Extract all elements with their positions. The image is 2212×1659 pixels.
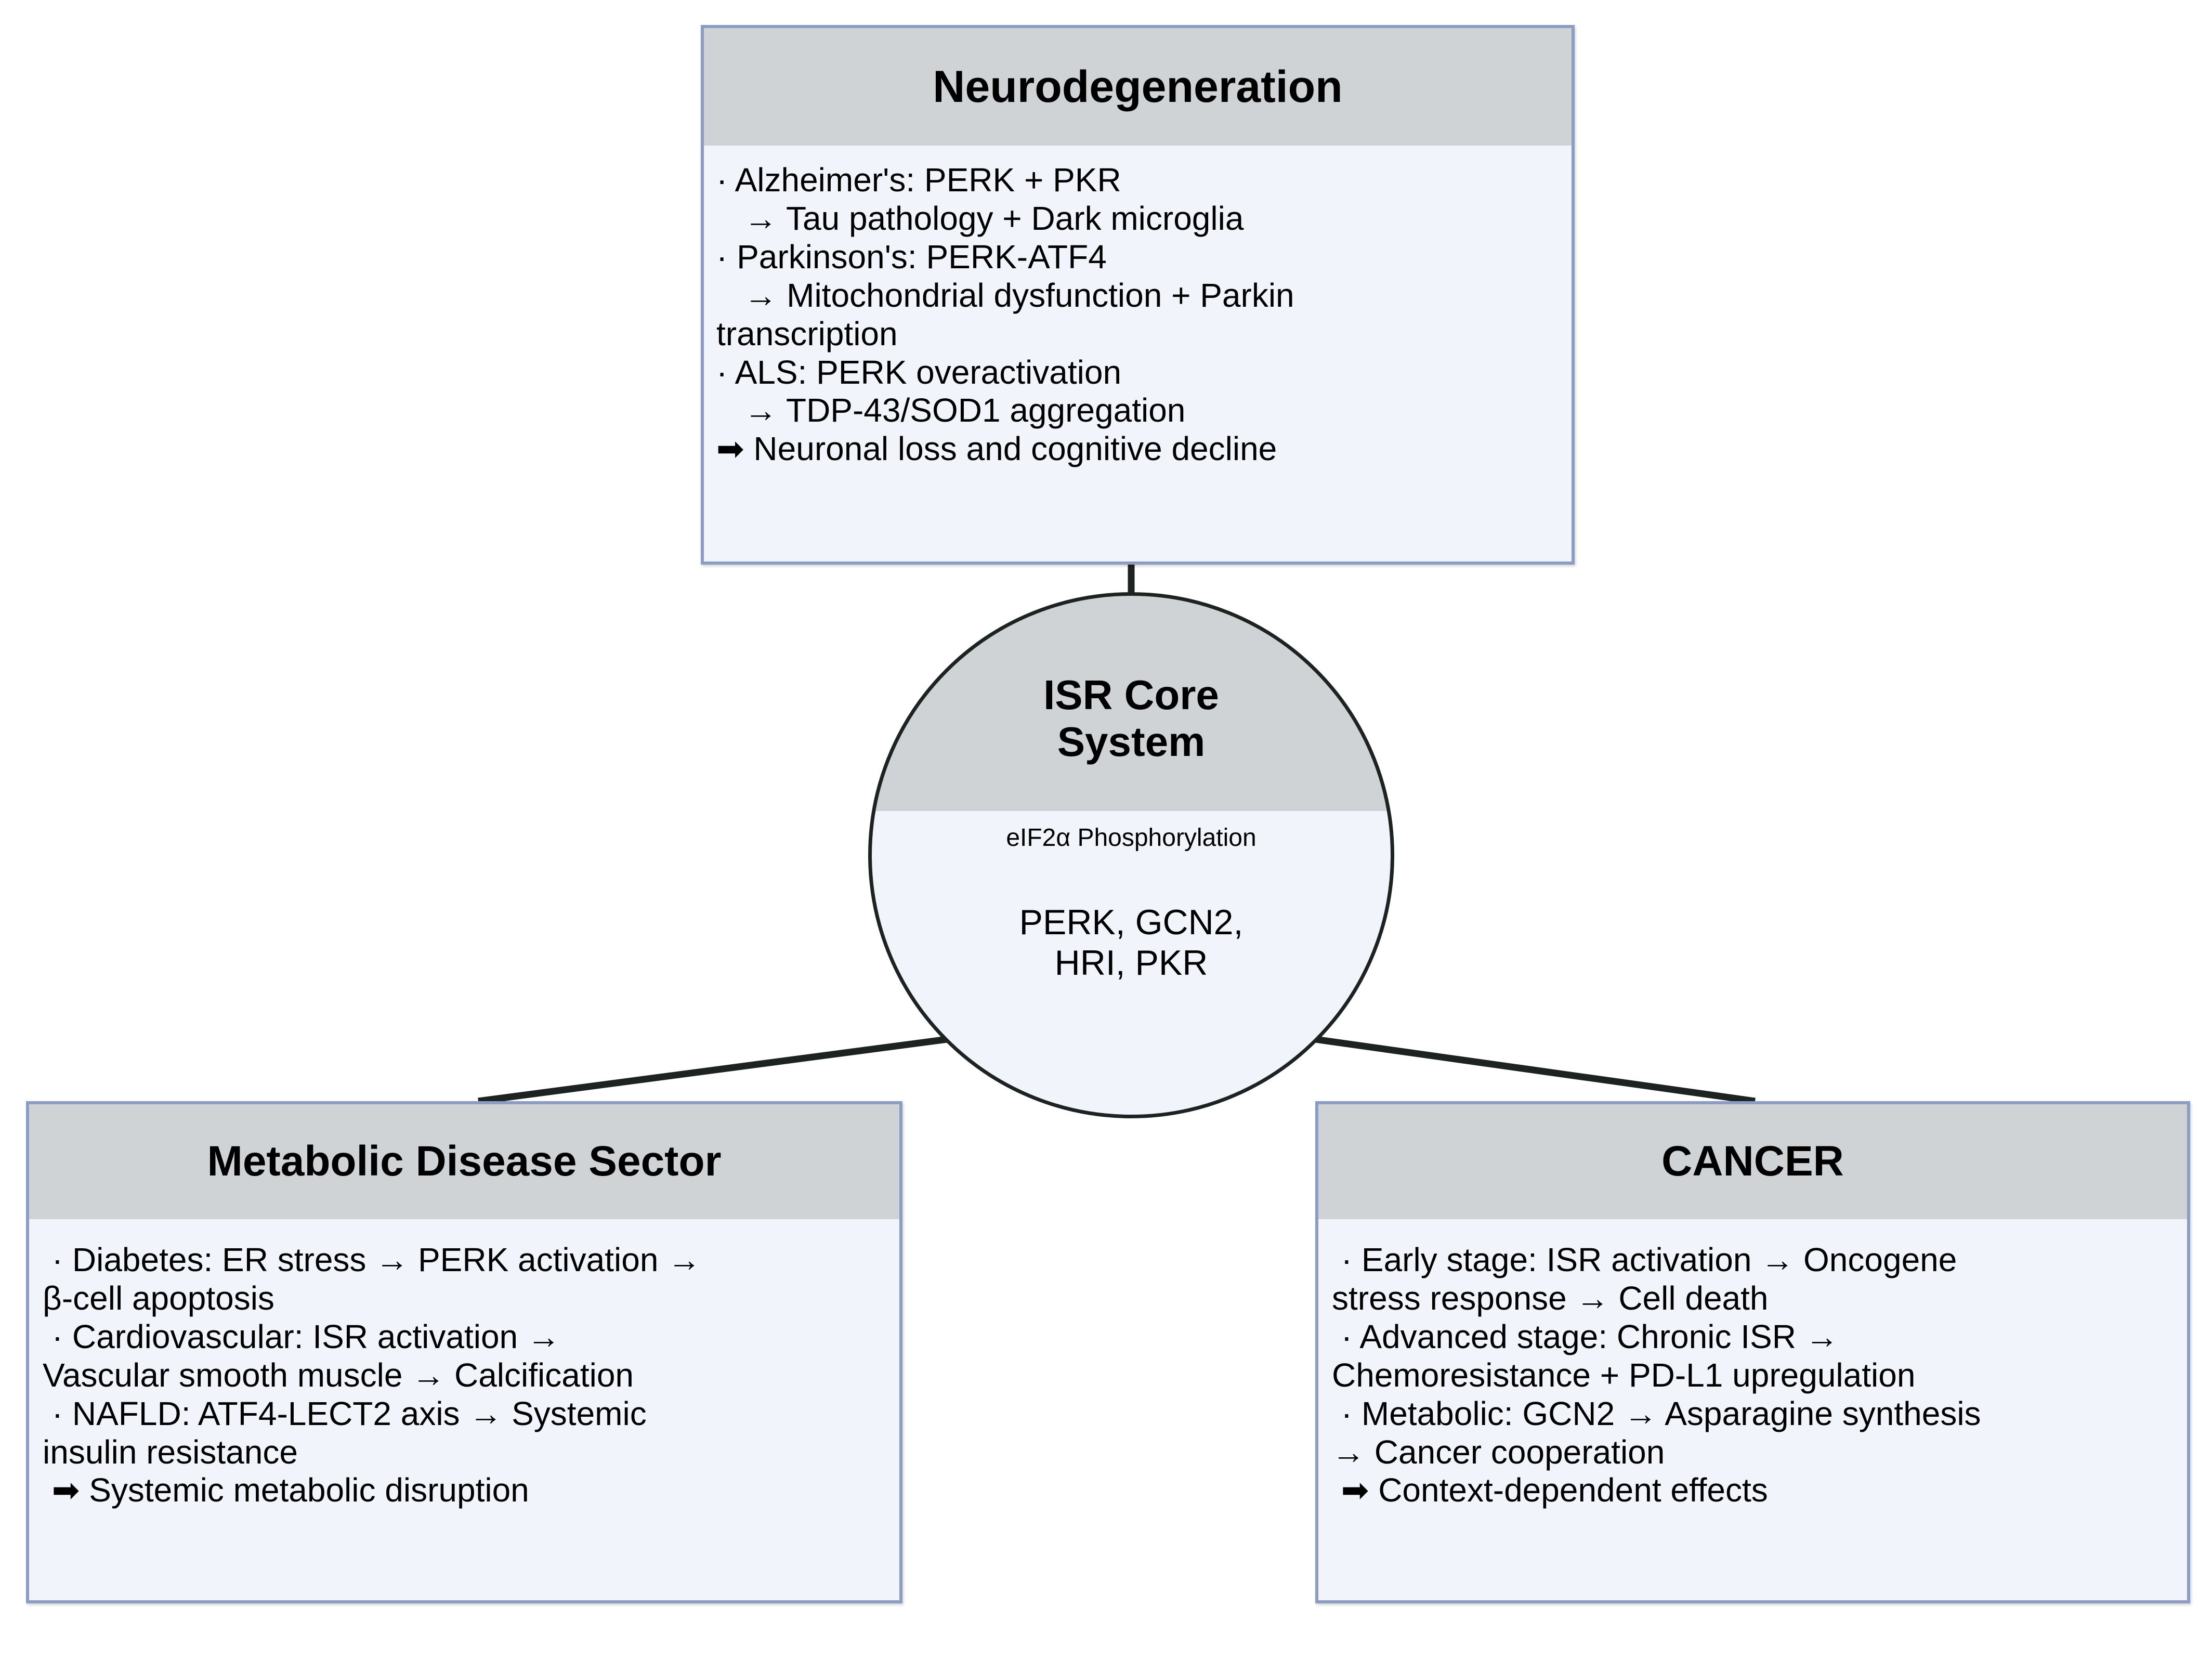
isr-core-title-line-1: ISR Core <box>1043 672 1219 718</box>
node-cancer-body: · Early stage: ISR activation → Oncogene… <box>1318 1219 2187 1510</box>
metabolic-line-5: · NAFLD: ATF4-LECT2 axis → Systemic <box>43 1394 647 1432</box>
neuro-line-6: · ALS: PERK overactivation <box>716 353 1122 391</box>
neuro-line-5: transcription <box>716 315 898 352</box>
connector-core-to-metabolic <box>478 1036 948 1105</box>
neuro-line-8: ➡ Neuronal loss and cognitive decline <box>716 430 1277 468</box>
metabolic-line-2: β-cell apoptosis <box>43 1279 274 1317</box>
node-cancer-title: CANCER <box>1661 1138 1844 1185</box>
node-metabolic-disease-sector[interactable]: Metabolic Disease Sector · Diabetes: ER … <box>26 1101 902 1603</box>
node-metabolic-body: · Diabetes: ER stress → PERK activation … <box>29 1219 899 1510</box>
cancer-line-4: Chemoresistance + PD-L1 upregulation <box>1332 1356 1916 1394</box>
node-neurodegeneration-body: · Alzheimer's: PERK + PKR → Tau patholog… <box>704 146 1572 469</box>
metabolic-line-7: ➡ Systemic metabolic disruption <box>43 1471 529 1509</box>
node-metabolic-header: Metabolic Disease Sector <box>29 1104 899 1219</box>
cancer-line-5: · Metabolic: GCN2 → Asparagine synthesis <box>1332 1394 1981 1432</box>
cancer-line-6: → Cancer cooperation <box>1332 1433 1665 1471</box>
cancer-line-2: stress response → Cell death <box>1332 1279 1769 1317</box>
neuro-line-2: → Tau pathology + Dark microglia <box>716 199 1244 237</box>
isr-core-kinases-line-2: HRI, PKR <box>1054 943 1208 983</box>
node-isr-core-system[interactable]: ISR Core System eIF2α Phosphorylation PE… <box>868 592 1394 1118</box>
isr-core-title-line-2: System <box>1057 718 1206 765</box>
node-metabolic-title: Metabolic Disease Sector <box>207 1138 722 1185</box>
metabolic-line-4: Vascular smooth muscle → Calcification <box>43 1356 634 1394</box>
isr-core-title: ISR Core System <box>872 672 1391 765</box>
metabolic-line-1: · Diabetes: ER stress → PERK activation … <box>43 1241 701 1278</box>
neuro-line-7: → TDP-43/SOD1 aggregation <box>716 391 1186 429</box>
cancer-line-1: · Early stage: ISR activation → Oncogene <box>1332 1241 1957 1278</box>
cancer-line-7: ➡ Context-dependent effects <box>1332 1471 1768 1509</box>
metabolic-line-6: insulin resistance <box>43 1433 298 1471</box>
node-neurodegeneration[interactable]: Neurodegeneration · Alzheimer's: PERK + … <box>701 25 1575 565</box>
isr-core-kinases-line-1: PERK, GCN2, <box>1019 903 1244 942</box>
node-cancer-header: CANCER <box>1318 1104 2187 1219</box>
connector-core-to-cancer <box>1315 1036 1756 1105</box>
neuro-line-4: → Mitochondrial dysfunction + Parkin <box>716 276 1294 314</box>
node-neurodegeneration-title: Neurodegeneration <box>933 61 1343 112</box>
metabolic-line-3: · Cardiovascular: ISR activation → <box>43 1317 560 1355</box>
node-cancer[interactable]: CANCER · Early stage: ISR activation → O… <box>1315 1101 2190 1603</box>
isr-core-subtitle: eIF2α Phosphorylation <box>1006 824 1256 852</box>
isr-core-kinases: PERK, GCN2, HRI, PKR <box>872 903 1391 983</box>
node-neurodegeneration-header: Neurodegeneration <box>704 28 1572 146</box>
cancer-line-3: · Advanced stage: Chronic ISR → <box>1332 1317 1839 1355</box>
neuro-line-3: · Parkinson's: PERK-ATF4 <box>716 238 1107 276</box>
neuro-line-1: · Alzheimer's: PERK + PKR <box>716 161 1121 199</box>
